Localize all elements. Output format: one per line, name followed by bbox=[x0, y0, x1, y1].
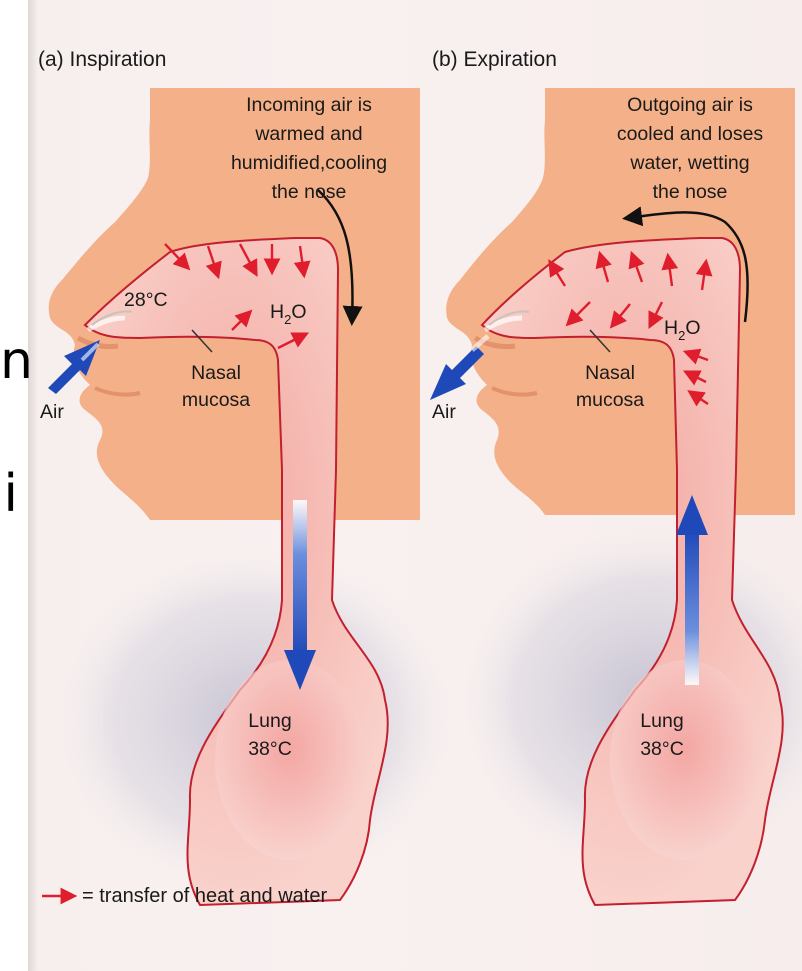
caption-line: humidified,cooling bbox=[231, 152, 387, 174]
mucosa-label: Nasal bbox=[585, 362, 635, 384]
temperature-label: 28°C bbox=[124, 289, 168, 311]
panel-expiration: (b) Expiration Outgoing air is cooled an… bbox=[430, 48, 802, 905]
caption-line: Incoming air is bbox=[246, 94, 372, 116]
lung-label: Lung bbox=[640, 710, 683, 732]
lung-label: Lung bbox=[248, 710, 291, 732]
lung-label: 38°C bbox=[640, 738, 684, 760]
air-down-shaft bbox=[293, 500, 307, 655]
caption-line: Outgoing air is bbox=[627, 94, 753, 116]
caption-line: cooled and loses bbox=[617, 123, 764, 145]
caption-line: the nose bbox=[653, 181, 728, 203]
lung-label: 38°C bbox=[248, 738, 292, 760]
panel-title: (a) Inspiration bbox=[38, 48, 166, 71]
lung-glow bbox=[215, 660, 365, 860]
air-label: Air bbox=[40, 401, 64, 423]
mucosa-label: mucosa bbox=[182, 389, 250, 411]
legend: = transfer of heat and water bbox=[42, 885, 327, 907]
caption-line: the nose bbox=[272, 181, 347, 203]
caption-line: warmed and bbox=[254, 123, 362, 145]
caption-line: water, wetting bbox=[629, 152, 749, 174]
air-out-arrow bbox=[430, 346, 484, 400]
mucosa-label: mucosa bbox=[576, 389, 644, 411]
legend-text: = transfer of heat and water bbox=[82, 885, 327, 907]
air-label: Air bbox=[432, 401, 456, 423]
panel-title: (b) Expiration bbox=[432, 48, 557, 71]
lung-glow bbox=[610, 660, 760, 860]
panel-inspiration: (a) Inspiration Incoming air is warmed a… bbox=[38, 48, 460, 905]
mucosa-label: Nasal bbox=[191, 362, 241, 384]
air-up-shaft bbox=[685, 530, 699, 685]
